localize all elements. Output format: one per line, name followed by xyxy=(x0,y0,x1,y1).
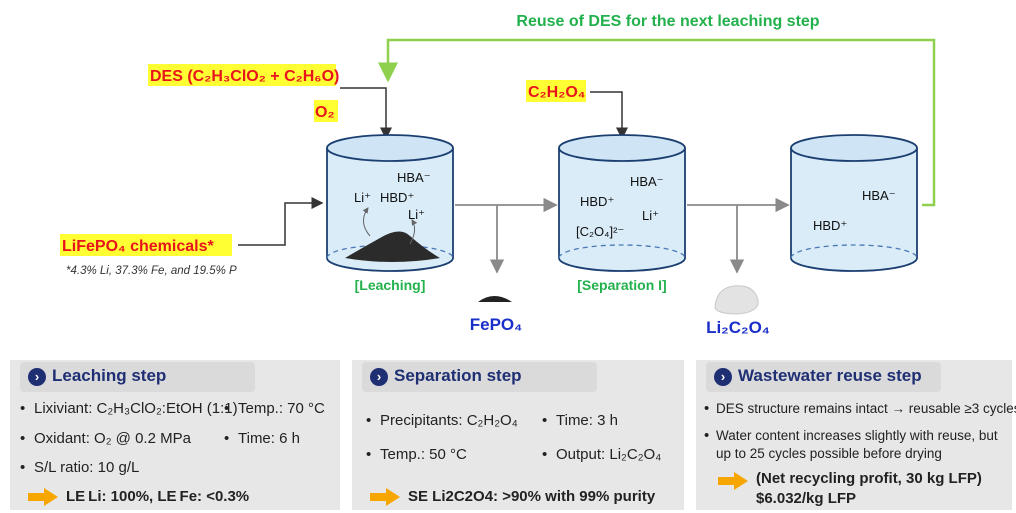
leaching-label: [Leaching] xyxy=(355,277,426,293)
bullet-icon: • xyxy=(20,400,26,417)
leaching-li-1: Li⁺ xyxy=(354,190,371,205)
oxalic-highlight xyxy=(526,80,586,102)
des-highlight xyxy=(148,64,336,86)
separation-label: [Separation I] xyxy=(577,277,666,293)
des-label: DES (C₂H₃ClO₂ + C₂H₆O) xyxy=(150,68,339,85)
separation-output-text: Output: Li₂C₂O₄ xyxy=(556,446,662,463)
separation-hba: HBA⁻ xyxy=(630,174,664,189)
fepo4-label: FePO₄ xyxy=(470,315,523,334)
leaching-temp-text: Temp.: 70 °C xyxy=(238,400,325,417)
precipitants-text: Precipitants: C₂H₂O₄ xyxy=(380,412,518,429)
result-arrow-icon xyxy=(370,488,400,506)
oxidant-text: Oxidant: O₂ @ 0.2 MPa xyxy=(34,430,191,447)
chevron-right-icon: › xyxy=(714,368,732,386)
result-arrow-icon xyxy=(718,472,748,490)
separation-time-text: Time: 3 h xyxy=(556,412,618,429)
wastewater-reuse-title: Wastewater reuse step xyxy=(738,366,922,385)
bullet-icon: • xyxy=(704,427,710,444)
reuse-hbd: HBD⁺ xyxy=(813,218,847,233)
leaching-time-text: Time: 6 h xyxy=(238,430,300,447)
leaching-step-title: Leaching step xyxy=(52,366,167,385)
wastewater-reuse-panel: › Wastewater reuse step • DES structure … xyxy=(696,360,1016,510)
oxalic-input-arrow xyxy=(590,91,628,140)
bullet-icon: • xyxy=(20,430,26,447)
fepo4-powder xyxy=(478,296,512,302)
o2-highlight xyxy=(314,100,338,122)
reuse-hba: HBA⁻ xyxy=(862,188,896,203)
wastewater-reuse-header: › Wastewater reuse step xyxy=(706,362,941,392)
water-content-text: Water content increases slightly with re… xyxy=(716,428,998,443)
chevron-right-icon: › xyxy=(370,368,388,386)
lfp-powder-pile xyxy=(345,231,440,262)
process-diagram: Reuse of DES for the next leaching step … xyxy=(60,13,936,337)
separation-step-title: Separation step xyxy=(394,366,522,385)
des-input-arrow xyxy=(340,87,392,140)
li2c2o4-label: Li₂C₂O₄ xyxy=(706,318,770,337)
separation-tank xyxy=(558,134,686,272)
leaching-hbd: HBD⁺ xyxy=(380,190,414,205)
separation-hbd: HBD⁺ xyxy=(580,194,614,209)
lixiviant-text: Lixiviant: C₂H₃ClO₂:EtOH (1:1) xyxy=(34,400,238,417)
bullet-icon: • xyxy=(542,412,548,429)
cycles-text: up to 25 cycles possible before drying xyxy=(716,446,942,461)
leaching-step-header: › Leaching step xyxy=(20,362,255,392)
lfp-input-arrow xyxy=(238,197,324,246)
lfp-note: *4.3% Li, 37.3% Fe, and 19.5% P xyxy=(66,265,237,277)
leaching-efficiency-result: LE Li: 100%, LE Fe: <0.3% xyxy=(66,488,250,505)
separation-oxalate: [C₂O₄]²⁻ xyxy=(576,224,624,239)
net-profit-label: (Net recycling profit, 30 kg LFP) xyxy=(756,470,982,487)
leaching-hba: HBA⁻ xyxy=(397,170,431,185)
o2-label: O₂ xyxy=(315,104,335,121)
chevron-right-icon: › xyxy=(28,368,46,386)
oxalic-label: C₂H₂O₄ xyxy=(528,84,585,101)
lfp-highlight xyxy=(60,234,232,256)
bullet-icon: • xyxy=(224,400,230,417)
reuse-arrow xyxy=(378,38,936,207)
separation-temp-text: Temp.: 50 °C xyxy=(380,446,467,463)
separation-step-panel: › Separation step • Precipitants: C₂H₂O₄… xyxy=(352,360,684,510)
des-intact-text: DES structure remains intact → reusable … xyxy=(716,401,1016,416)
bullet-icon: • xyxy=(20,459,26,476)
bullet-icon: • xyxy=(366,446,372,463)
leaching-tank xyxy=(326,134,454,272)
li2c2o4-powder xyxy=(714,285,759,315)
bullet-icon: • xyxy=(366,412,372,429)
net-profit-value: $6.032/kg LFP xyxy=(756,490,857,507)
sl-ratio-text: S/L ratio: 10 g/L xyxy=(34,459,140,476)
separation-li: Li⁺ xyxy=(642,208,659,223)
result-arrow-icon xyxy=(28,488,58,506)
separation-efficiency-result: SE Li2C2O4: >90% with 99% purity xyxy=(408,488,656,505)
bullet-icon: • xyxy=(224,430,230,447)
reuse-tank xyxy=(790,134,918,272)
lfp-label: LiFePO₄ chemicals* xyxy=(62,238,214,255)
reuse-label: Reuse of DES for the next leaching step xyxy=(516,13,819,30)
leaching-step-panel: › Leaching step • Lixiviant: C₂H₃ClO₂:Et… xyxy=(10,360,340,510)
bullet-icon: • xyxy=(704,400,710,417)
separation-step-header: › Separation step xyxy=(362,362,597,392)
leaching-li-2: Li⁺ xyxy=(408,207,425,222)
bullet-icon: • xyxy=(542,446,548,463)
